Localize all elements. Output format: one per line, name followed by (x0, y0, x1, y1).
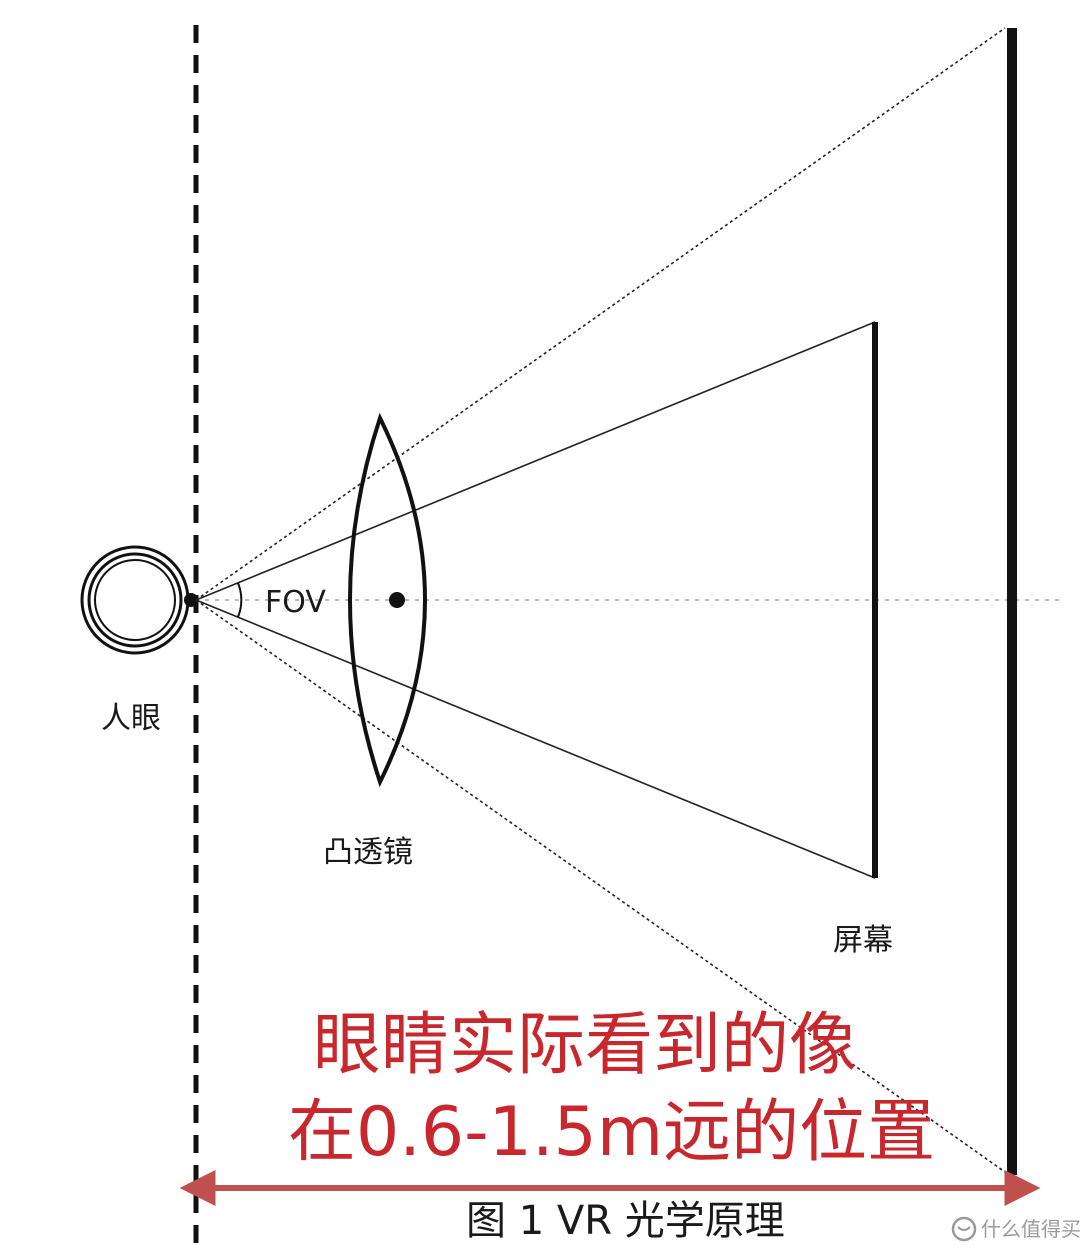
lens-label: 凸透镜 (323, 835, 413, 870)
annotation-line-1: 眼睛实际看到的像 (313, 1006, 857, 1085)
ray-upper-to-image (195, 27, 1006, 601)
smzdm-logo-icon (951, 1216, 977, 1242)
annotation-line-2: 在0.6-1.5m远的位置 (288, 1093, 935, 1172)
ray-lower-to-screen (195, 599, 876, 879)
screen-label: 屏幕 (833, 923, 893, 958)
ray-lower-to-image (195, 599, 1006, 1173)
figure-caption: 图 1 VR 光学原理 (466, 1198, 785, 1244)
watermark-text: 什么值得买 (981, 1217, 1080, 1241)
convex-lens-icon (348, 412, 427, 788)
ray-upper-to-screen (195, 321, 876, 601)
fov-arc (237, 582, 243, 618)
eye-label: 人眼 (101, 701, 161, 736)
fov-label: FOV (265, 585, 326, 620)
eye-icon (80, 545, 198, 655)
